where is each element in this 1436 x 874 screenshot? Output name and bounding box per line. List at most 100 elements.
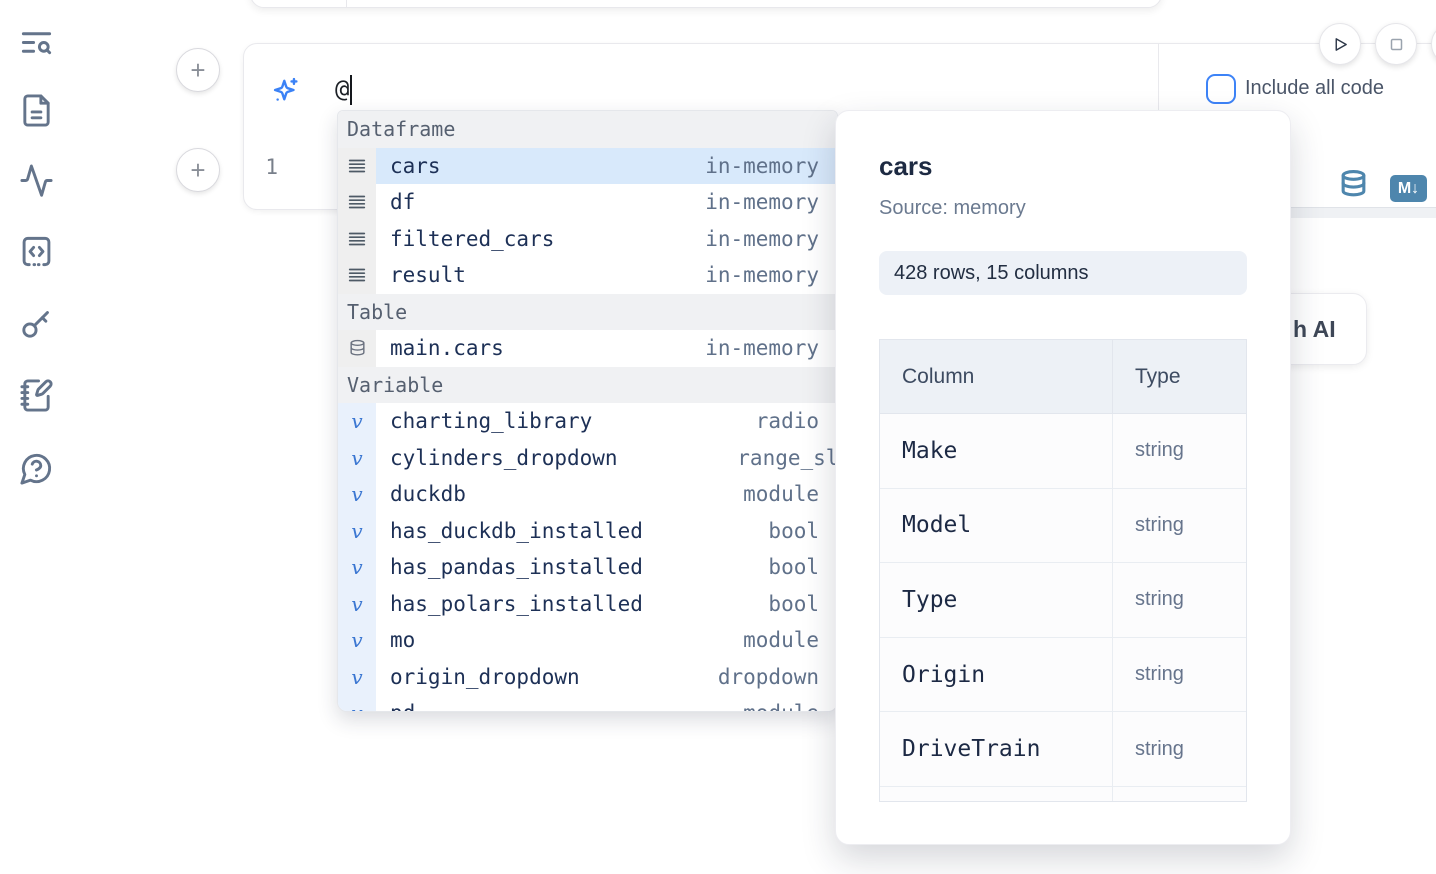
autocomplete-option[interactable]: v has_pandas_installed bool bbox=[338, 549, 837, 586]
option-name: charting_library bbox=[390, 409, 593, 434]
option-type: in-memory bbox=[705, 336, 819, 361]
option-type: module bbox=[743, 482, 819, 507]
help-chat-icon[interactable] bbox=[16, 448, 56, 488]
autocomplete-option[interactable]: vpd module bbox=[338, 695, 837, 711]
secrets-key-icon[interactable] bbox=[16, 303, 56, 343]
dataframe-rows-icon bbox=[338, 184, 376, 221]
column-name: Make bbox=[902, 437, 958, 464]
preview-source: Source: memory bbox=[879, 197, 1026, 219]
dataframe-rows-icon bbox=[338, 257, 376, 294]
include-all-code-label: Include all code bbox=[1245, 77, 1384, 99]
ai-prompt-input[interactable]: @ bbox=[335, 75, 353, 105]
schema-column-header: Type bbox=[1135, 365, 1181, 388]
line-number: 1 bbox=[265, 155, 278, 179]
schema-column-header: Column bbox=[880, 340, 1113, 413]
autocomplete-option[interactable]: v origin_dropdown dropdown bbox=[338, 658, 837, 695]
schema-table-row: DriveTrain string bbox=[880, 712, 1246, 787]
autocomplete-option[interactable]: result in-memory bbox=[338, 257, 837, 294]
markdown-icon[interactable]: M↓ bbox=[1390, 175, 1427, 202]
option-type: in-memory bbox=[705, 226, 819, 251]
table-of-contents-search-icon[interactable] bbox=[16, 22, 56, 62]
autocomplete-option[interactable]: filtered_cars in-memory bbox=[338, 220, 837, 257]
scratchpad-notebook-icon[interactable] bbox=[16, 375, 56, 415]
column-name: Model bbox=[902, 512, 972, 539]
option-name: duckdb bbox=[390, 482, 466, 507]
option-type: in-memory bbox=[705, 263, 819, 288]
database-icon[interactable] bbox=[1338, 169, 1369, 205]
dataframe-rows-icon bbox=[338, 147, 376, 184]
cell-divider bbox=[346, 0, 347, 7]
autocomplete-section-header: Table bbox=[338, 293, 837, 330]
option-type: bool bbox=[768, 591, 819, 616]
column-name: Origin bbox=[902, 661, 986, 688]
previous-cell-partial bbox=[250, 0, 1162, 8]
option-name: df bbox=[390, 190, 416, 215]
option-type: in-memory bbox=[705, 190, 819, 215]
column-type: string bbox=[1135, 737, 1184, 760]
option-name: pd bbox=[376, 701, 415, 711]
option-name: result bbox=[390, 263, 466, 288]
autocomplete-section-header: Dataframe bbox=[338, 111, 837, 148]
option-name: has_pandas_installed bbox=[390, 555, 643, 580]
file-document-icon[interactable] bbox=[16, 90, 56, 130]
add-cell-above-button[interactable]: + bbox=[176, 48, 220, 92]
column-type: string bbox=[1135, 513, 1184, 536]
autocomplete-option[interactable]: cars in-memory bbox=[338, 147, 837, 184]
generate-with-ai-label: h AI bbox=[1293, 316, 1336, 342]
activity-logs-icon[interactable] bbox=[16, 160, 56, 200]
option-name: cylinders_dropdown bbox=[390, 445, 618, 470]
text-cursor bbox=[350, 75, 353, 105]
option-type: range_slider bbox=[737, 445, 838, 470]
column-type: string bbox=[1135, 588, 1184, 611]
option-name: origin_dropdown bbox=[390, 664, 580, 689]
option-type: dropdown bbox=[717, 664, 819, 689]
left-icon-rail bbox=[0, 0, 70, 874]
schema-table-row: Model string bbox=[880, 488, 1246, 564]
option-name: main.cars bbox=[390, 336, 504, 361]
database-icon bbox=[338, 330, 376, 367]
option-name: cars bbox=[390, 153, 441, 178]
code-snippets-icon[interactable] bbox=[16, 231, 56, 271]
option-type: bool bbox=[768, 518, 819, 543]
variable-icon: v bbox=[338, 658, 376, 695]
stop-button[interactable] bbox=[1375, 23, 1417, 65]
autocomplete-option[interactable]: v cylinders_dropdown range_slider bbox=[338, 439, 838, 476]
column-type: string bbox=[1135, 439, 1184, 462]
prompt-divider bbox=[1158, 44, 1159, 141]
variable-icon: v bbox=[338, 622, 376, 659]
option-name: has_polars_installed bbox=[390, 591, 643, 616]
option-name: mo bbox=[390, 628, 416, 653]
shape-badge: 428 rows, 15 columns bbox=[879, 251, 1247, 295]
sparkles-icon bbox=[271, 76, 300, 110]
include-all-code-checkbox[interactable] bbox=[1206, 74, 1236, 104]
option-name: filtered_cars bbox=[390, 226, 555, 251]
option-type: bool bbox=[768, 555, 819, 580]
autocomplete-option[interactable]: df in-memory bbox=[338, 184, 837, 221]
variable-icon: v bbox=[338, 549, 376, 586]
add-cell-below-button[interactable]: + bbox=[176, 148, 220, 192]
option-type: module bbox=[743, 701, 837, 711]
variable-icon: v bbox=[338, 512, 376, 549]
variable-icon: v bbox=[338, 695, 376, 711]
column-type: string bbox=[1135, 663, 1184, 686]
schema-table-row: Make string bbox=[880, 414, 1246, 489]
variable-icon: v bbox=[338, 476, 376, 513]
dataframe-rows-icon bbox=[338, 220, 376, 257]
run-cell-button[interactable] bbox=[1319, 23, 1361, 65]
autocomplete-section-header: Variable bbox=[338, 366, 837, 403]
preview-title: cars bbox=[879, 151, 933, 181]
schema-table-row bbox=[880, 786, 1246, 801]
option-type: in-memory bbox=[705, 153, 819, 178]
option-type: radio bbox=[755, 409, 819, 434]
variable-icon: v bbox=[338, 439, 376, 476]
column-name: DriveTrain bbox=[902, 736, 1041, 763]
autocomplete-option[interactable]: main.cars in-memory bbox=[338, 330, 837, 367]
